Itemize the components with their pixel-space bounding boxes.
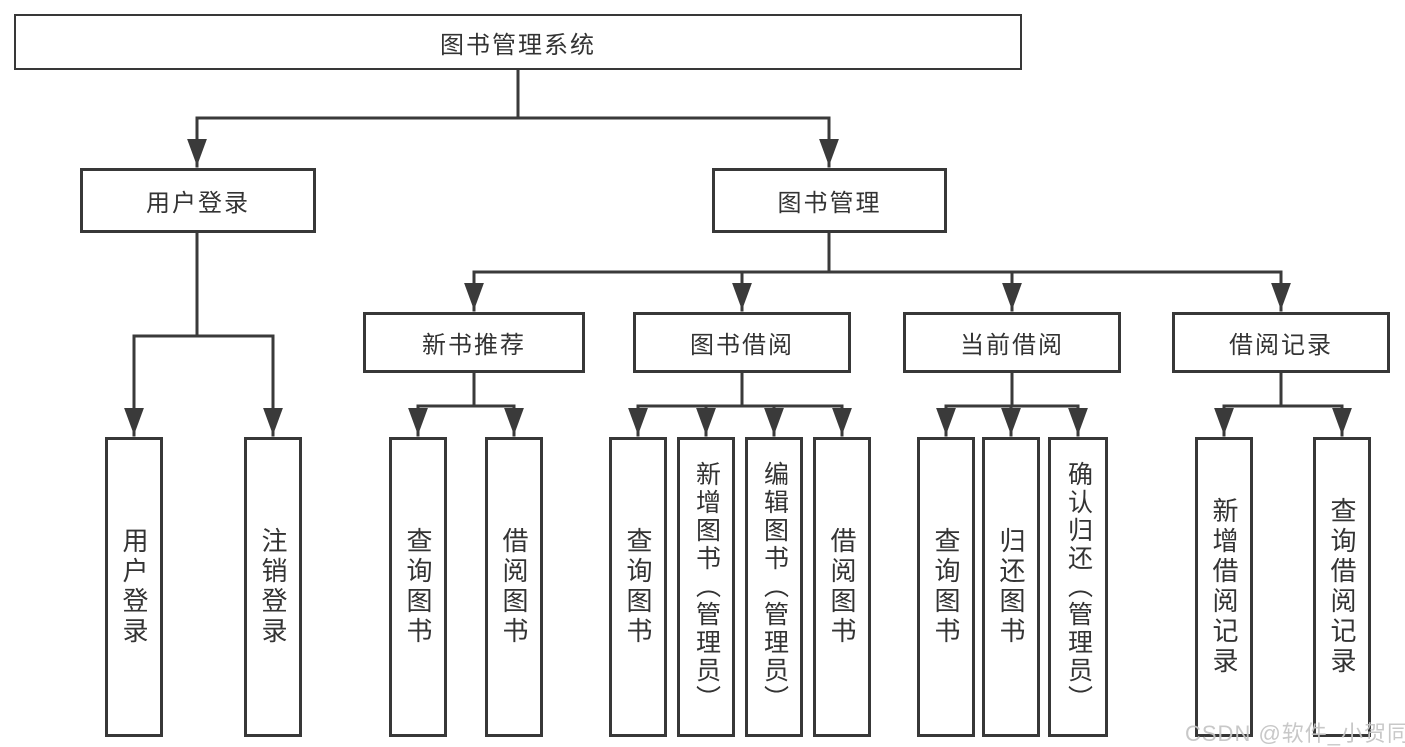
node-user-login-label: 用户登录 <box>146 190 250 217</box>
leaf-add-books-admin-label: 新增图书（管理员） <box>692 461 721 713</box>
node-book-borrow-label: 图书借阅 <box>690 332 794 359</box>
leaf-query-books-current-label: 查询图书 <box>931 527 961 647</box>
leaf-query-borrow-record-label: 查询借阅记录 <box>1327 497 1357 677</box>
leaf-borrow-books-recommend-label: 借阅图书 <box>499 527 529 647</box>
leaf-confirm-return-admin-label: 确认归还（管理员） <box>1064 461 1093 713</box>
node-book-management: 图书管理 <box>712 168 947 233</box>
node-book-borrow: 图书借阅 <box>633 312 851 373</box>
node-user-login: 用户登录 <box>80 168 316 233</box>
leaf-return-books-label: 归还图书 <box>996 527 1026 647</box>
leaf-query-books-current: 查询图书 <box>917 437 975 737</box>
leaf-user-login: 用户登录 <box>105 437 163 737</box>
leaf-edit-books-admin-label: 编辑图书（管理员） <box>760 461 789 713</box>
leaf-logout-login: 注销登录 <box>244 437 302 737</box>
leaf-add-books-admin: 新增图书（管理员） <box>677 437 735 737</box>
leaf-return-books: 归还图书 <box>982 437 1040 737</box>
leaf-edit-books-admin: 编辑图书（管理员） <box>745 437 803 737</box>
leaf-borrow-books-recommend: 借阅图书 <box>485 437 543 737</box>
leaf-confirm-return-admin: 确认归还（管理员） <box>1048 437 1108 737</box>
leaf-query-books-borrow-label: 查询图书 <box>623 527 653 647</box>
node-borrow-records-label: 借阅记录 <box>1229 332 1333 359</box>
leaf-logout-login-label: 注销登录 <box>258 527 288 647</box>
leaf-query-books-recommend: 查询图书 <box>389 437 447 737</box>
leaf-query-books-borrow: 查询图书 <box>609 437 667 737</box>
node-current-borrow-label: 当前借阅 <box>960 332 1064 359</box>
node-borrow-records: 借阅记录 <box>1172 312 1390 373</box>
leaf-borrow-books-label: 借阅图书 <box>827 527 857 647</box>
leaf-query-books-recommend-label: 查询图书 <box>403 527 433 647</box>
node-book-management-label: 图书管理 <box>777 190 882 217</box>
node-library-system: 图书管理系统 <box>14 14 1022 70</box>
node-library-system-label: 图书管理系统 <box>440 31 596 59</box>
node-new-book-recommend: 新书推荐 <box>363 312 585 373</box>
node-current-borrow: 当前借阅 <box>903 312 1121 373</box>
leaf-add-borrow-record: 新增借阅记录 <box>1195 437 1253 737</box>
csdn-watermark: CSDN @软件_小贺同学 <box>1185 721 1405 746</box>
leaf-query-borrow-record: 查询借阅记录 <box>1313 437 1371 737</box>
leaf-user-login-label: 用户登录 <box>119 527 149 647</box>
node-new-book-recommend-label: 新书推荐 <box>422 332 526 359</box>
leaf-add-borrow-record-label: 新增借阅记录 <box>1209 497 1239 677</box>
leaf-borrow-books: 借阅图书 <box>813 437 871 737</box>
